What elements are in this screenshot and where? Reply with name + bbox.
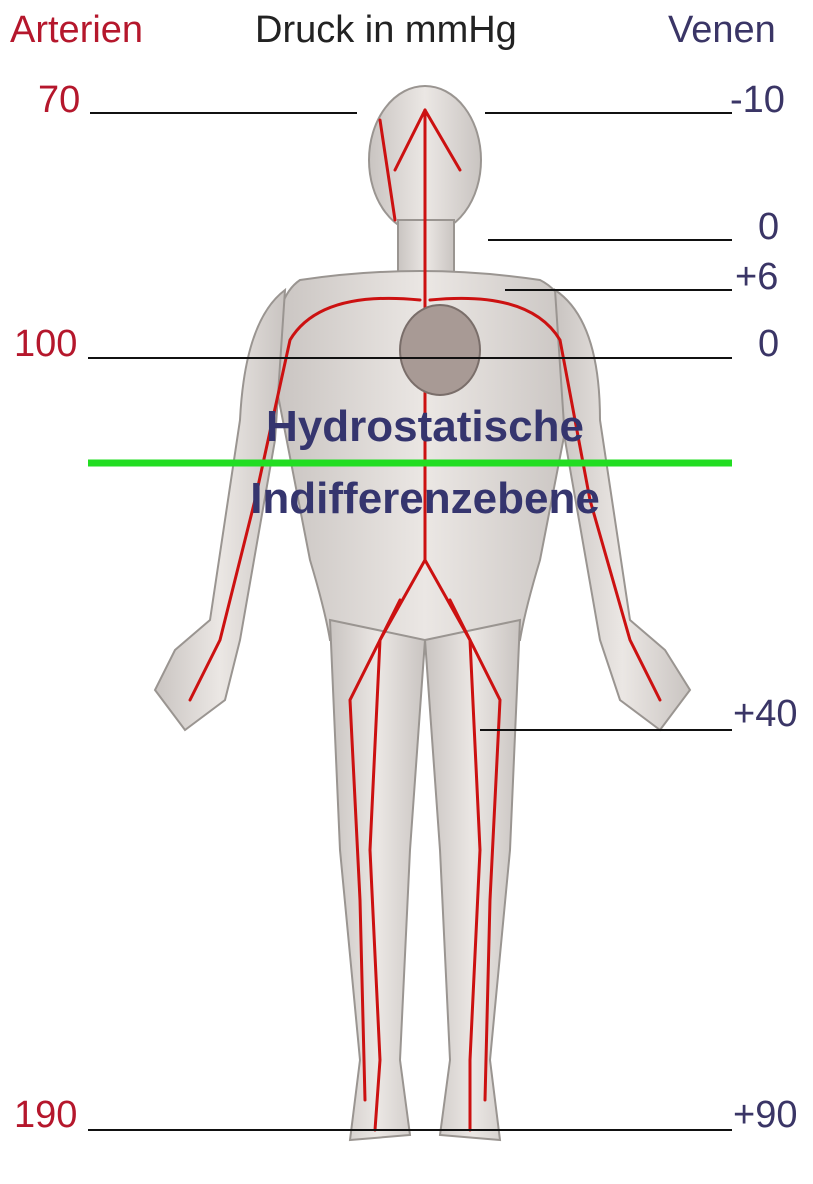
header-arterien: Arterien <box>10 8 143 52</box>
indifference-label-line2: Indifferenzebene <box>0 474 813 524</box>
ven-value-neck: 0 <box>758 205 779 249</box>
art-value-feet: 190 <box>14 1093 77 1137</box>
heart <box>400 305 480 395</box>
art-value-head: 70 <box>38 78 80 122</box>
ven-value-head: -10 <box>730 78 785 122</box>
header-venen: Venen <box>668 8 776 52</box>
indifference-label-line1: Hydrostatische <box>0 402 813 452</box>
body-silhouette <box>155 86 690 1140</box>
ven-value-feet: +90 <box>733 1093 797 1137</box>
art-value-heart: 100 <box>14 322 77 366</box>
ven-value-heart: 0 <box>758 322 779 366</box>
ven-value-hand: +40 <box>733 692 797 736</box>
ven-value-shoulder: +6 <box>735 255 778 299</box>
header-druck: Druck in mmHg <box>255 8 517 52</box>
